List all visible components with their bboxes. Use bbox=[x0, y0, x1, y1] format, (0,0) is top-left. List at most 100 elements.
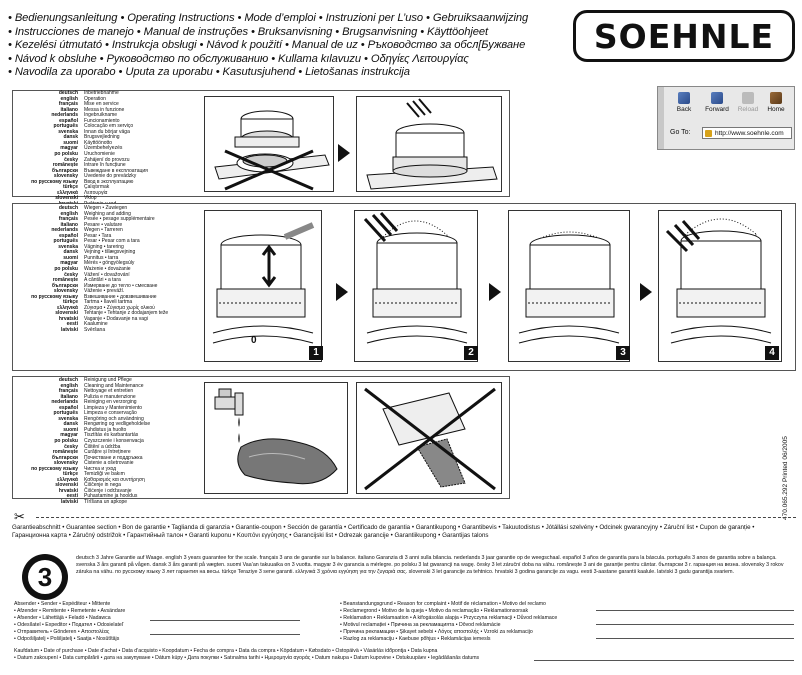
language-name: svenska bbox=[58, 415, 78, 422]
language-translation: Curățire și întreținere bbox=[84, 449, 131, 456]
reason-field[interactable] bbox=[596, 606, 794, 644]
header-line: • Bedienungsanleitung • Operating Instru… bbox=[8, 12, 529, 24]
language-name: english bbox=[60, 95, 78, 102]
language-translation: Tartma • İlaveli tartma bbox=[84, 299, 133, 306]
language-translation: Messa in funzione bbox=[84, 106, 125, 113]
language-translation: Puhastamine ja hooldus bbox=[84, 493, 138, 500]
language-translation: Ввод в эксплуатацию bbox=[84, 178, 134, 185]
language-name: hrvatski bbox=[58, 315, 78, 322]
home-button[interactable]: Home bbox=[764, 92, 788, 113]
scale-placement-illustration bbox=[214, 110, 330, 191]
language-name: italiano bbox=[60, 106, 78, 113]
language-row: deutsch Wiegen • Zuwiegen bbox=[0, 205, 168, 212]
zero-indicator: 0 bbox=[251, 335, 257, 346]
language-translation: Cleaning and Maintenance bbox=[84, 382, 144, 389]
language-name: italiano bbox=[60, 221, 78, 228]
language-translation: Чистка и уход bbox=[84, 465, 117, 472]
print-code: 470.065.292 Printed 06/2005 bbox=[782, 436, 789, 520]
language-name: português bbox=[53, 410, 78, 417]
language-name: slovenski bbox=[55, 482, 78, 489]
back-button[interactable]: Back bbox=[672, 92, 696, 113]
reason-line: • Motivul reclamației • Причина за рекла… bbox=[340, 622, 501, 628]
no-immersion-illustration bbox=[364, 387, 496, 491]
header-line: • Kezelési útmutató • Instrukcja obsługi… bbox=[8, 39, 526, 52]
language-translation: Vklop bbox=[84, 195, 97, 202]
language-translation: Puhdistus ja huolto bbox=[84, 426, 127, 433]
sender-field[interactable] bbox=[150, 608, 300, 644]
forward-button[interactable]: Forward bbox=[702, 92, 732, 113]
language-translation: Wiegen • Zuwiegen bbox=[84, 205, 128, 211]
logo-text: SOEHNLE bbox=[593, 16, 775, 56]
step-number: 1 bbox=[309, 346, 323, 360]
language-translation: Wegen • Tarreren bbox=[84, 227, 123, 234]
reason-line: • Reclamegrond • Motivo de la queja • Mo… bbox=[340, 608, 529, 614]
language-name: español bbox=[59, 404, 78, 411]
language-translation: Mise en service bbox=[84, 101, 119, 108]
cut-line bbox=[36, 517, 796, 518]
language-translation: Взвешивание • довзвешивание bbox=[84, 293, 157, 300]
language-translation: Reiniging en verzorging bbox=[84, 399, 137, 406]
language-name: dansk bbox=[63, 421, 78, 428]
guarantee-header: Garantieabschnitt • Guarantee section • … bbox=[12, 524, 755, 539]
language-name: english bbox=[60, 382, 78, 389]
language-name: italiano bbox=[60, 393, 78, 400]
sender-line: • Отправитель • Gönderen • Αποστολέας bbox=[14, 629, 110, 635]
guarantee-body: deutsch 3 Jahre Garantie auf Waage. engl… bbox=[76, 555, 784, 575]
purchase-date-block: Kaufdatum • Date of purchase • Date d’ac… bbox=[14, 648, 574, 662]
cleaning-illustration-no-water bbox=[356, 382, 502, 494]
sender-block: Absender • Sender • Expéditeur • Mittent… bbox=[14, 601, 314, 643]
language-translation: Uruchomienie bbox=[84, 151, 115, 158]
language-name: türkçe bbox=[62, 471, 78, 478]
language-translation: Nettoyage et entretien bbox=[84, 388, 134, 395]
language-translation: Καθαρισμός και συντήρηση bbox=[84, 476, 145, 483]
language-name: magyar bbox=[60, 432, 78, 439]
arrow-icon bbox=[640, 283, 652, 301]
language-row: español Limpieza y Mantenimiento bbox=[0, 404, 150, 412]
operation-illustration-wrong bbox=[204, 96, 334, 192]
language-translation: Tisztítás és karbantartás bbox=[84, 432, 139, 439]
url-field[interactable]: http://www.soehnle.com bbox=[702, 127, 792, 139]
goto-label: Go To: bbox=[670, 129, 691, 136]
language-name: deutsch bbox=[58, 205, 78, 211]
language-name: български bbox=[51, 167, 78, 174]
language-name: slovensky bbox=[53, 173, 78, 180]
language-name: español bbox=[59, 232, 78, 239]
language-translation: Pesée • pesage supplémentaire bbox=[84, 216, 155, 223]
language-name: slovensky bbox=[53, 460, 78, 467]
back-icon bbox=[678, 92, 690, 104]
language-translation: Uvedenie do prevádzky bbox=[84, 173, 137, 180]
purchase-date-field[interactable] bbox=[534, 660, 794, 661]
reload-button[interactable]: Reload bbox=[736, 92, 760, 113]
language-translation: Limpieza y Mantenimiento bbox=[84, 404, 143, 411]
language-name: slovenski bbox=[55, 310, 78, 317]
sender-line: • Afsender • Lähettäjä • Feladó • Nadawc… bbox=[14, 615, 111, 621]
language-translation: Rengöring och användning bbox=[84, 415, 144, 422]
arrow-icon bbox=[338, 144, 350, 162]
language-name: deutsch bbox=[58, 90, 78, 96]
language-name: românește bbox=[52, 277, 78, 284]
seal-number: 3 bbox=[28, 560, 62, 594]
language-name: по русскому языку bbox=[31, 465, 78, 472]
step-number: 3 bbox=[616, 346, 630, 360]
sender-line: • Odpošiljatelj • Pošiljatelj • Saatja •… bbox=[14, 636, 120, 642]
